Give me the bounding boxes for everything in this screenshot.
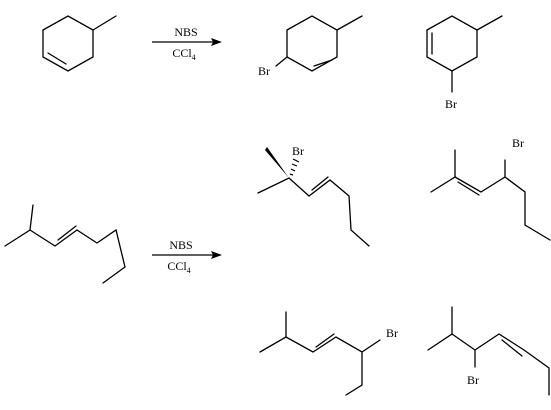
reactant-methylcyclohexene [42, 15, 117, 72]
bromine-label: Br [386, 326, 398, 340]
reactant-methylheptene [4, 204, 126, 284]
bromine-label: Br [512, 136, 524, 150]
product-2a: Br [257, 144, 370, 247]
reagent-solvent-1: CCl4 [172, 46, 195, 62]
bromine-label: Br [445, 97, 457, 111]
product-1b: Br [426, 15, 503, 111]
reagent-nbs-1: NBS [174, 25, 197, 39]
reaction-arrow-2: NBS CCl4 [152, 238, 222, 275]
product-2d: Br [427, 306, 550, 396]
product-2b: Br [430, 136, 551, 241]
reagent-nbs-2: NBS [169, 238, 192, 252]
product-2c: Br [259, 311, 398, 396]
bromine-label: Br [467, 373, 479, 387]
bromine-label: Br [258, 64, 270, 78]
reagent-solvent-2: CCl4 [167, 259, 190, 275]
product-1a: Br [258, 15, 363, 78]
bromine-label: Br [292, 144, 304, 158]
reaction-arrow-1: NBS CCl4 [152, 25, 222, 62]
